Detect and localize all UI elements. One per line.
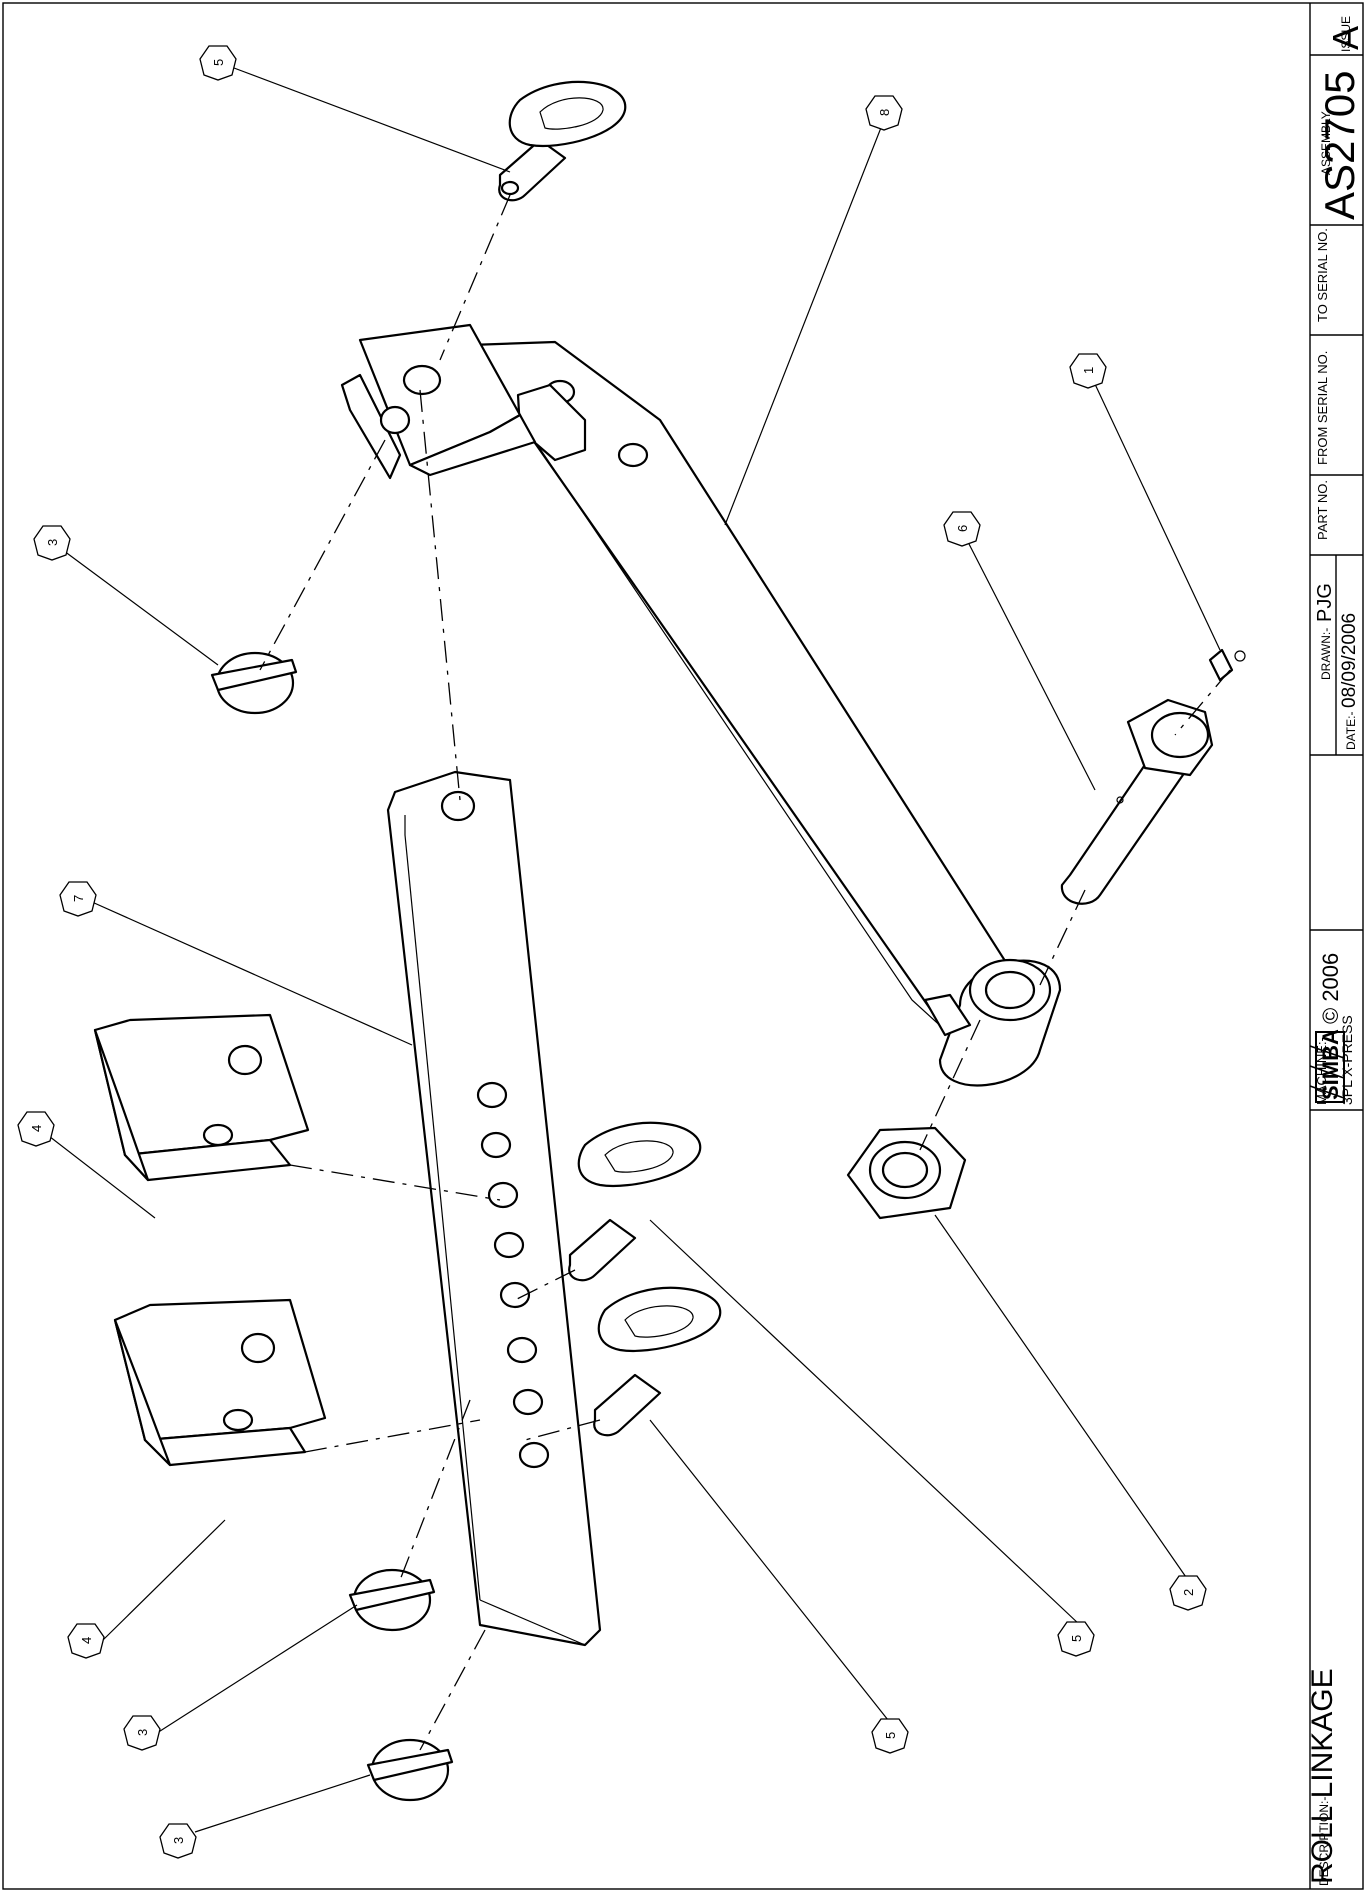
- date-value: 08/09/2006: [1339, 613, 1360, 708]
- svg-text:5: 5: [1069, 1635, 1084, 1642]
- centre-lines: [259, 194, 1231, 1751]
- part-3-lynchpin-top: [210, 651, 298, 715]
- assembly-label: ASSEMBLY: [1319, 111, 1333, 175]
- balloon-4-top: 4: [17, 1111, 55, 1147]
- copyright: © 2006: [1318, 953, 1343, 1024]
- simba-logo: SIMBA © 2006: [1309, 953, 1345, 1103]
- issue-value: A: [1325, 26, 1366, 50]
- svg-text:3: 3: [135, 1729, 150, 1736]
- svg-text:8: 8: [877, 109, 892, 116]
- part-8-link-arm: [340, 323, 1062, 1087]
- part-5-pin-top: [498, 80, 627, 202]
- leader-lines: [44, 67, 1221, 1833]
- part-2-nut: [846, 1126, 967, 1220]
- assembly-number: AS2705: [1316, 71, 1363, 220]
- svg-text:4: 4: [79, 1637, 94, 1644]
- svg-text:1: 1: [1081, 367, 1096, 374]
- balloon-8: 8: [865, 95, 903, 131]
- svg-text:7: 7: [71, 895, 86, 902]
- date-label: DATE:-: [1344, 712, 1358, 750]
- issue-label: ISSUE: [1339, 16, 1353, 52]
- svg-text:2: 2: [1181, 1589, 1196, 1596]
- balloon-7: 7: [59, 881, 97, 917]
- svg-text:3: 3: [171, 1837, 186, 1844]
- part-7-plate: [386, 770, 602, 1647]
- balloon-1: 1: [1069, 353, 1107, 389]
- machine-label: MACHINE:-: [1314, 1037, 1329, 1105]
- part-6-bolt: [1060, 648, 1246, 905]
- balloon-6: 6: [943, 511, 981, 547]
- drawn-by: PJG: [1314, 583, 1336, 622]
- svg-text:3: 3: [45, 539, 60, 546]
- description-label: DESCRIPTION:-: [1317, 1797, 1331, 1886]
- part-5-pin-bot: [593, 1286, 722, 1437]
- from-serial-label: FROM SERIAL NO.: [1315, 351, 1330, 465]
- part-no-label: PART NO.: [1315, 480, 1330, 540]
- balloon-2: 2: [1169, 1575, 1207, 1611]
- svg-text:6: 6: [955, 525, 970, 532]
- description-value: ROLL LINKAGE: [1306, 1668, 1339, 1884]
- to-serial-label: TO SERIAL NO.: [1315, 228, 1330, 322]
- balloon-5-top: 5: [199, 45, 237, 81]
- balloon-3-mid: 3: [123, 1715, 161, 1751]
- title-block: ISSUE A ASSEMBLY AS2705 TO SERIAL NO. FR…: [1306, 3, 1366, 1889]
- machine-value: 3PL X-PRESS: [1339, 1015, 1355, 1105]
- logo-text: SIMBA: [1318, 1029, 1343, 1100]
- part-3-lynchpin-mid: [348, 1568, 436, 1632]
- part-3-lynchpin-bot: [366, 1738, 454, 1802]
- svg-text:5: 5: [211, 59, 226, 66]
- svg-text:5: 5: [883, 1732, 898, 1739]
- balloon-4-bot: 4: [67, 1623, 105, 1659]
- part-4-bracket-top: [93, 1013, 310, 1182]
- part-5-pin-mid: [568, 1121, 702, 1282]
- part-4-bracket-bot: [113, 1298, 327, 1467]
- balloon-3-top: 3: [33, 525, 71, 561]
- balloon-3-bot: 3: [159, 1823, 197, 1859]
- balloons: 5 8 1 6 3 7 4 2: [17, 45, 1207, 1859]
- balloon-5-mid: 5: [1057, 1621, 1095, 1657]
- drawn-label: DRAWN:-: [1319, 628, 1333, 680]
- balloon-5-bot: 5: [871, 1718, 909, 1754]
- svg-text:4: 4: [29, 1125, 44, 1132]
